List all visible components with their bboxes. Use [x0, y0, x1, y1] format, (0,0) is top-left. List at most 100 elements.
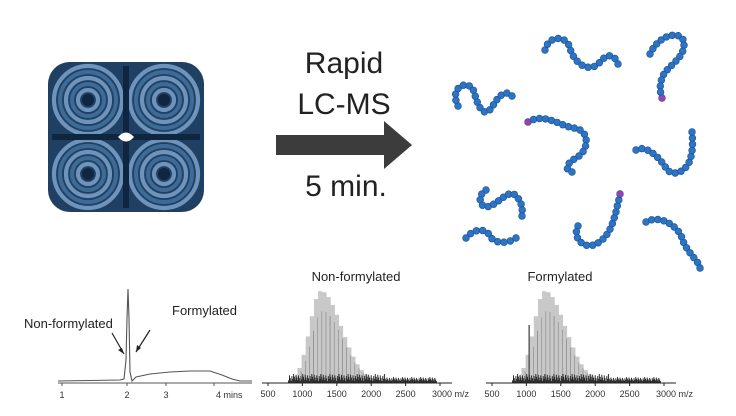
residue-bead — [584, 63, 592, 71]
spectrum-right-title: Formylated — [527, 269, 592, 284]
residue-bead — [548, 36, 556, 44]
spectrum-peak — [562, 325, 568, 383]
helix-ring — [145, 155, 183, 193]
spectrum-peak — [305, 336, 311, 383]
peptide-chain — [632, 128, 697, 177]
spectrum-tick-label: 2000 — [585, 389, 605, 399]
residue-bead — [543, 40, 552, 48]
residue-bead — [506, 237, 514, 245]
workflow-arrow-group: Rapid LC-MS 5 min. — [276, 47, 412, 203]
residue-bead — [484, 229, 492, 238]
protein-subunit — [51, 63, 125, 137]
spectrum-tick-label: 1000 — [292, 389, 312, 399]
subunit-core — [158, 168, 170, 180]
spectrum-peak — [330, 304, 335, 383]
residue-bead — [454, 84, 462, 93]
helix-ring — [139, 149, 189, 199]
subunit-core — [82, 94, 94, 106]
residue-bead — [560, 36, 568, 44]
peptide-chain — [524, 114, 590, 176]
peptide-chain-icon — [451, 31, 704, 272]
spectrum-peak — [575, 356, 580, 383]
chromatogram-label-formylated: Formylated — [172, 303, 237, 318]
residue-bead — [661, 163, 669, 171]
spectrum-tick-label: 2000 — [361, 389, 381, 399]
residue-bead — [681, 163, 690, 172]
spectrum-left-title: Non-formylated — [312, 269, 401, 284]
residue-bead — [529, 115, 538, 124]
peptide-chain — [462, 226, 520, 246]
spectrum-peak — [558, 314, 563, 383]
spectrum-peak — [334, 314, 339, 383]
subunit-core — [82, 168, 94, 180]
spectrum-peak — [542, 291, 547, 383]
protein-tetramer-icon — [48, 62, 204, 212]
helix-ring — [133, 143, 195, 205]
residue-bead — [570, 155, 578, 164]
residue-bead — [688, 134, 697, 142]
spectrum-peak — [550, 297, 555, 383]
residue-bead — [489, 101, 498, 109]
chromatogram-label-non-formylated: Non-formylated — [24, 316, 113, 331]
spectrum-peak — [326, 297, 331, 383]
spectrum-peak — [355, 364, 360, 383]
peptide-chain — [451, 81, 516, 116]
spectrum-peak — [338, 325, 344, 383]
chromatogram-trace — [57, 288, 252, 383]
peptide-chain — [572, 190, 624, 250]
chromatogram-tick-label: 1 — [59, 390, 64, 400]
right-arrow-icon — [276, 121, 412, 169]
residue-bead — [479, 226, 487, 235]
chromatogram-tick-label: 2 — [124, 390, 129, 400]
helix-ring — [69, 155, 107, 193]
spectrum-peak — [554, 304, 559, 383]
spectrum-peak — [351, 356, 356, 383]
residue-bead — [614, 60, 622, 68]
spectrum-peak — [322, 292, 327, 383]
protein-subunit — [51, 137, 125, 211]
spectrum-tick-label: 1000 — [516, 389, 536, 399]
pointer-arrowhead-non-formylated — [118, 348, 124, 354]
spectrum-peak — [546, 292, 551, 383]
subunit-core — [158, 94, 170, 106]
spectrum-tick-label: 2500 — [396, 389, 416, 399]
residue-bead — [462, 234, 470, 242]
helix-ring — [75, 161, 101, 187]
spectrum-peak — [293, 376, 298, 383]
residue-bead — [612, 208, 620, 216]
residue-bead — [688, 128, 696, 136]
residue-bead — [472, 227, 481, 235]
spectrum-peak — [525, 354, 530, 383]
residue-bead — [569, 52, 578, 60]
spectrum-tick-label: 3000 m/z — [432, 389, 470, 399]
peptide-chain — [541, 34, 622, 71]
residue-bead — [682, 244, 691, 252]
residue-bead — [653, 153, 662, 162]
helix-ring — [151, 161, 177, 187]
modified-residue — [658, 94, 666, 102]
protein-pore — [118, 132, 134, 142]
spectrum-peak — [529, 336, 535, 383]
residue-bead — [657, 76, 666, 84]
helix-ring — [151, 87, 177, 113]
residue-bead — [687, 152, 695, 161]
spectrum-peak — [359, 370, 364, 383]
arrow-label-time: 5 min. — [305, 170, 387, 203]
residue-bead — [500, 238, 508, 246]
spectrum-peak — [538, 299, 543, 383]
spectrum-tick-label: 500 — [484, 389, 499, 399]
helix-ring — [63, 149, 113, 199]
residue-bead — [486, 106, 494, 114]
residue-bead — [594, 239, 602, 247]
arrow-label-lcms: LC-MS — [297, 88, 390, 121]
residue-bead — [665, 219, 673, 228]
residue-bead — [696, 264, 704, 272]
spectrum-peak — [342, 337, 348, 383]
residue-bead — [489, 200, 498, 208]
residue-bead — [568, 168, 576, 176]
residue-bead — [518, 212, 526, 220]
residue-bead — [657, 158, 666, 166]
spectrum-peak — [579, 364, 584, 383]
protein-subunit — [127, 137, 201, 211]
residue-bead — [512, 234, 520, 242]
